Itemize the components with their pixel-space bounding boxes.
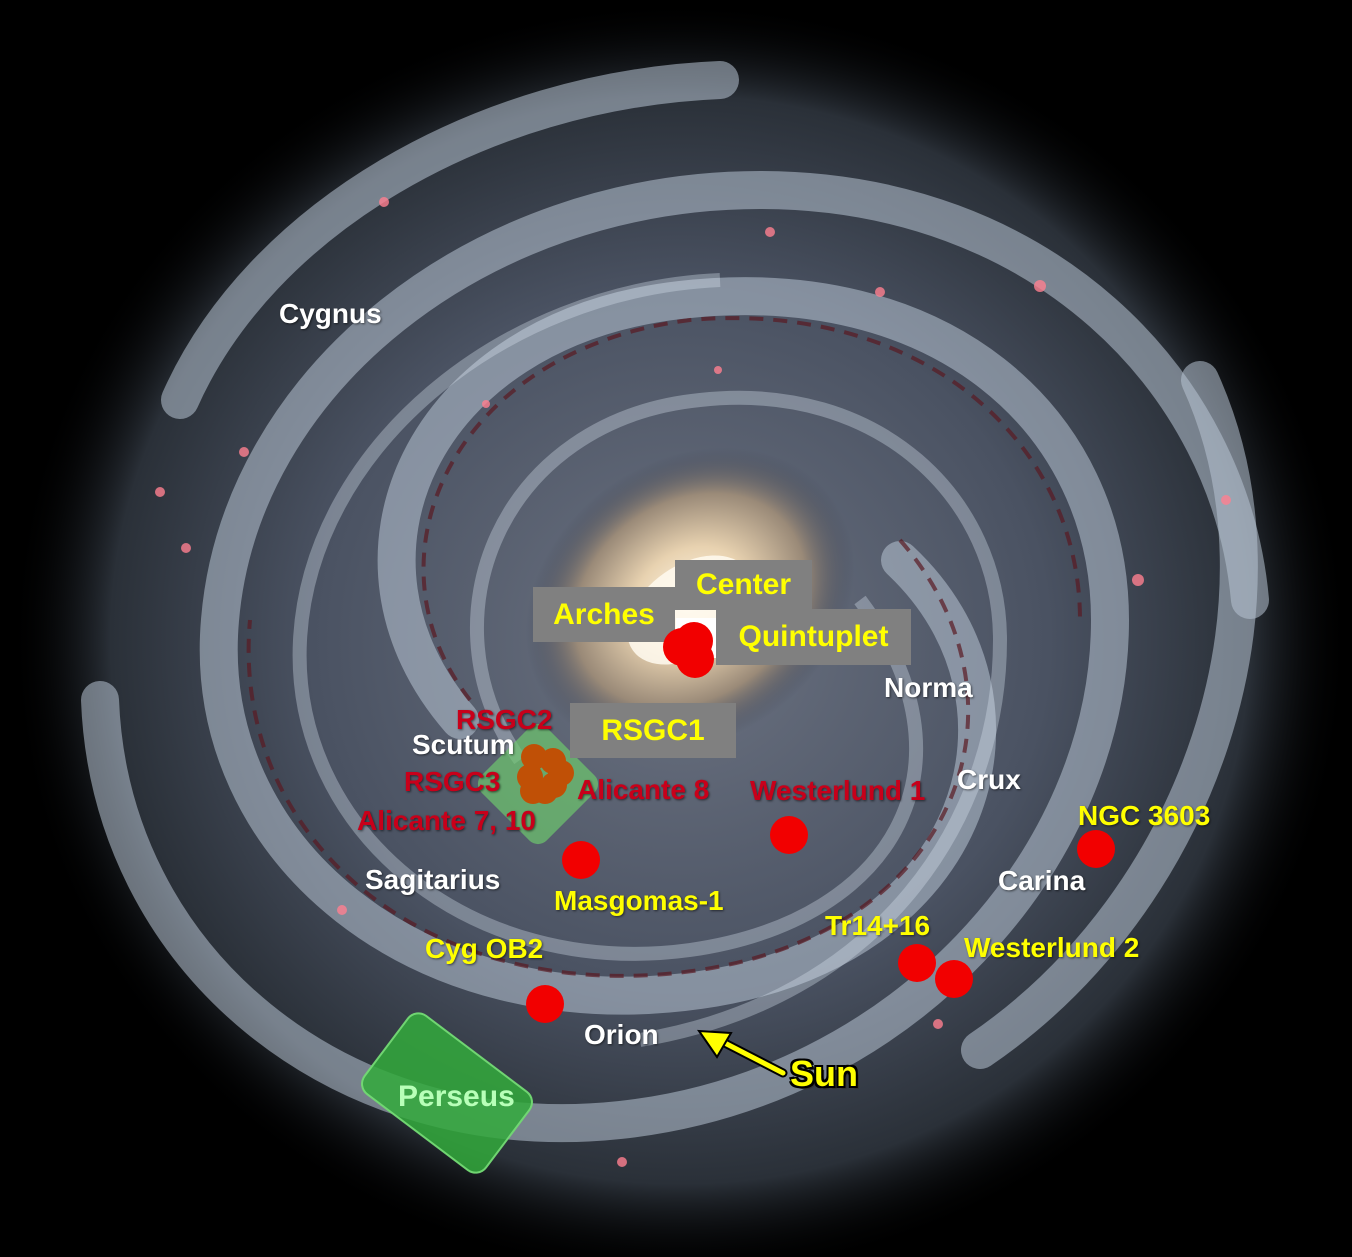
cluster-label-alicante-7-10: Alicante 7, 10 — [357, 805, 536, 836]
rsgc-marker — [541, 772, 567, 798]
westerlund-1-marker — [770, 816, 808, 854]
region-label-sagitarius: Sagitarius — [365, 864, 501, 895]
cluster-label-alicante-8: Alicante 8 — [577, 774, 710, 805]
tr14-16-marker — [898, 944, 936, 982]
region-label-scutum: Scutum — [412, 729, 515, 760]
cluster-label-masgomas-1: Masgomas-1 — [554, 885, 724, 916]
region-label-cygnus: Cygnus — [279, 298, 382, 329]
center-label-box: Center — [675, 560, 812, 610]
cyg-ob2-marker — [526, 985, 564, 1023]
cluster-label-rsgc2: RSGC2 — [456, 704, 553, 735]
region-label-crux: Crux — [957, 764, 1021, 795]
rsgc1-label-box: RSGC1 — [570, 703, 736, 758]
cluster-label-cyg-ob2: Cyg OB2 — [425, 933, 544, 964]
quintuplet-marker — [676, 640, 714, 678]
sun-label: Sun — [790, 1053, 858, 1094]
ngc-3603-marker — [1077, 830, 1115, 868]
westerlund-2-marker — [935, 960, 973, 998]
cluster-label-rsgc3: RSGC3 — [404, 766, 501, 797]
arrow-icon — [697, 1029, 788, 1078]
region-label-carina: Carina — [998, 865, 1086, 896]
region-label-orion: Orion — [584, 1019, 659, 1050]
cluster-label-westerlund-2: Westerlund 2 — [964, 932, 1140, 963]
arches-label-box: Arches — [533, 587, 675, 642]
region-label-perseus: Perseus — [398, 1080, 515, 1113]
cluster-label-ngc-3603: NGC 3603 — [1078, 800, 1211, 831]
masgomas-1-marker — [562, 841, 600, 879]
cluster-label-westerlund-1: Westerlund 1 — [750, 775, 926, 806]
region-label-norma: Norma — [884, 672, 973, 703]
cluster-label-tr14-16: Tr14+16 — [825, 910, 931, 941]
quintuplet-label-box: Quintuplet — [716, 609, 911, 665]
